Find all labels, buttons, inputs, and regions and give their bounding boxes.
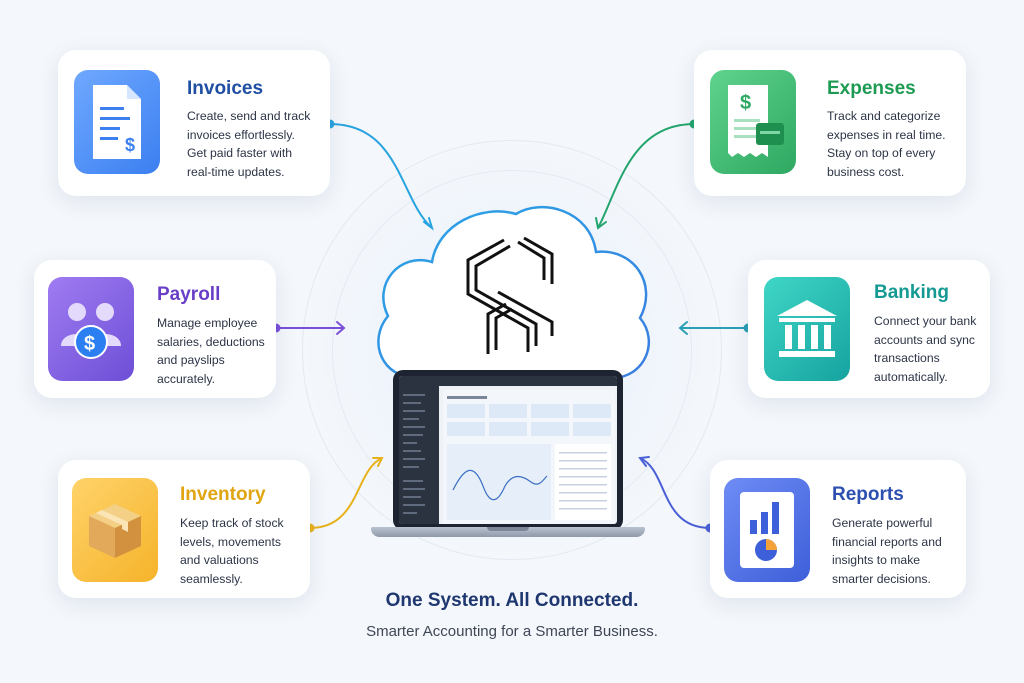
expenses-title: Expenses: [827, 78, 916, 99]
svg-text:$: $: [740, 92, 751, 114]
box-package-icon: [72, 478, 158, 582]
banking-card[interactable]: Banking Connect your bank accounts and s…: [748, 260, 990, 398]
reports-description: Generate powerful financial reports and …: [832, 516, 942, 586]
invoice-document-icon: $: [74, 70, 160, 174]
employees-dollar-icon: $: [48, 277, 134, 381]
inventory-card[interactable]: Inventory Keep track of stock levels, mo…: [58, 460, 310, 598]
dashboard-sidebar: [399, 376, 439, 524]
subline: Smarter Accounting for a Smarter Busines…: [366, 623, 658, 640]
S-logo-icon: [466, 236, 554, 354]
report-chart-icon: [724, 478, 810, 582]
payroll-card[interactable]: $ Payroll Manage employee salaries, dedu…: [34, 260, 276, 398]
tagline: One System. All Connected.: [385, 590, 639, 611]
svg-text:$: $: [125, 135, 135, 155]
reports-card[interactable]: Reports Generate powerful financial repo…: [710, 460, 966, 598]
svg-text:$: $: [84, 333, 95, 355]
bank-building-icon: [764, 277, 850, 381]
invoices-card[interactable]: $ Invoices Create, send and track invoic…: [58, 50, 330, 196]
reports-title: Reports: [832, 484, 904, 505]
dashboard-display: [399, 376, 617, 524]
laptop-notch: [487, 527, 529, 531]
laptop-base: [371, 527, 645, 537]
banking-description: Connect your bank accounts and sync tran…: [874, 314, 977, 384]
inventory-title: Inventory: [180, 484, 266, 505]
expenses-description: Track and categorize expenses in real ti…: [827, 109, 946, 179]
payroll-description: Manage employee salaries, deductions and…: [157, 316, 265, 386]
laptop-screen: [393, 370, 623, 530]
inventory-description: Keep track of stock levels, movements an…: [180, 516, 284, 586]
payroll-title: Payroll: [157, 284, 221, 305]
banking-title: Banking: [874, 282, 949, 303]
receipt-card-icon: $: [710, 70, 796, 174]
invoices-description: Create, send and track invoices effortle…: [187, 109, 311, 179]
dashboard-topbar: [439, 376, 617, 386]
invoices-title: Invoices: [187, 78, 264, 99]
cloud-icon: [377, 206, 650, 380]
decorative-ring: [302, 140, 722, 560]
expenses-card[interactable]: $ Expenses Track and categorize expenses…: [694, 50, 966, 196]
